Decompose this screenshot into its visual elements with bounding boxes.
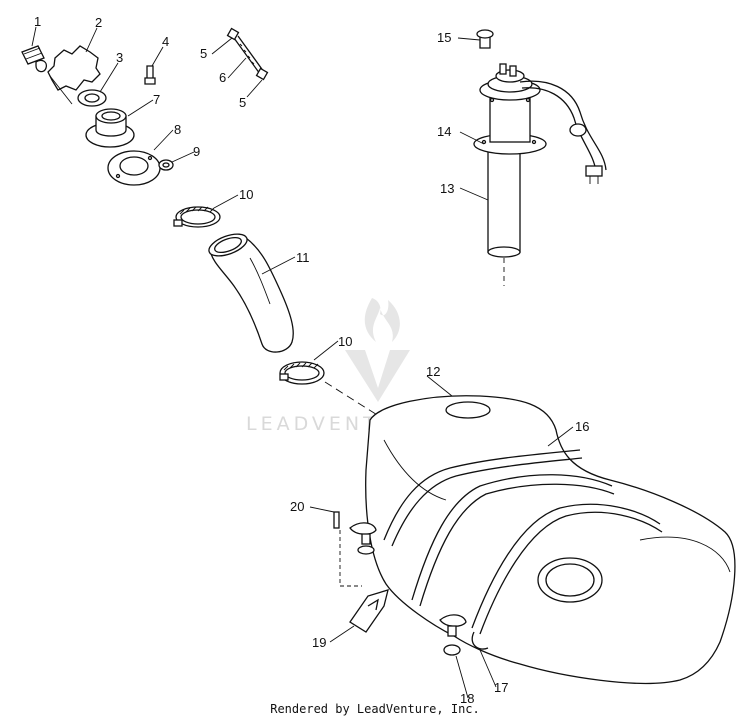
part-tank-straps — [383, 449, 663, 635]
callout-8: 8 — [174, 122, 181, 137]
callout-numbers: 1 2 3 4 5 6 5 7 8 9 10 11 10 12 13 14 15… — [34, 14, 589, 706]
part-washer — [77, 89, 107, 107]
callout-17: 17 — [494, 680, 508, 695]
callout-10-lower: 10 — [338, 334, 352, 349]
callout-9: 9 — [193, 144, 200, 159]
part-bolt — [21, 45, 48, 73]
callout-4: 4 — [162, 34, 169, 49]
callout-3: 3 — [116, 50, 123, 65]
callout-18: 18 — [460, 691, 474, 706]
callout-leaders — [31, 26, 574, 699]
callout-12: 12 — [426, 364, 440, 379]
callout-2: 2 — [95, 15, 102, 30]
callout-5-lower: 5 — [239, 95, 246, 110]
part-strap — [226, 27, 269, 81]
callout-14: 14 — [437, 124, 451, 139]
part-hose-clamp-lower — [279, 361, 325, 385]
part-mounting-hardware — [333, 511, 489, 656]
part-fuel-tank — [365, 395, 736, 685]
part-hose-clamp-upper — [173, 206, 221, 228]
part-screw-small — [144, 65, 156, 85]
callout-6: 6 — [219, 70, 226, 85]
hose-to-tank-line — [324, 381, 383, 419]
part-small-washer — [158, 159, 174, 171]
callout-1: 1 — [34, 14, 41, 29]
callout-15: 15 — [437, 30, 451, 45]
callout-11: 11 — [296, 250, 310, 265]
part-fuel-sender — [473, 29, 607, 286]
part-flange — [107, 150, 161, 186]
callout-16: 16 — [575, 419, 589, 434]
callout-10-upper: 10 — [239, 187, 253, 202]
part-filler-neck — [85, 108, 135, 148]
callout-13: 13 — [440, 181, 454, 196]
callout-5-upper: 5 — [200, 46, 207, 61]
flame-logo-icon — [345, 298, 410, 402]
part-gasket — [47, 45, 101, 105]
callout-20: 20 — [290, 499, 304, 514]
part-filler-hose — [208, 233, 294, 353]
callout-19: 19 — [312, 635, 326, 650]
footer-credit: Rendered by LeadVenture, Inc. — [270, 702, 480, 716]
callout-7: 7 — [153, 92, 160, 107]
